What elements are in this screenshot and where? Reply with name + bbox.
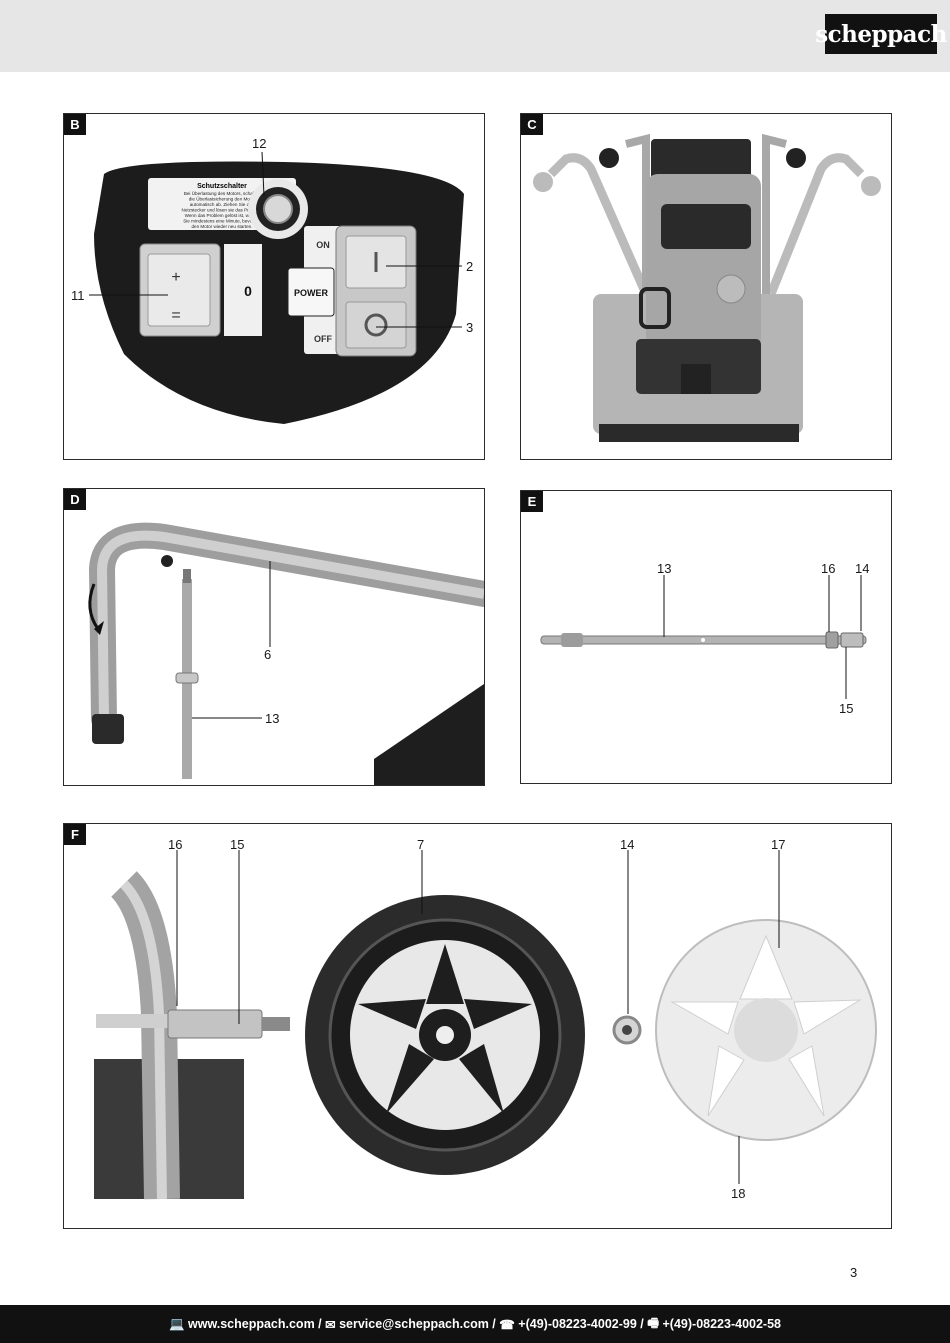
callout-14: 14 [855,561,870,576]
figure-b-tag: B [64,114,86,135]
off-label: OFF [314,334,332,344]
figure-d: D 6 13 [63,488,485,786]
figure-f-tag: F [64,824,86,845]
axle-illustration [540,575,867,699]
page-number: 3 [850,1265,858,1280]
figure-d-tag: D [64,489,86,510]
control-panel-illustration: Schutzschalter Bei Überlastung des Motor… [89,151,464,424]
protection-switch-text: Bei Überlastung des Motors, schalten [184,190,261,196]
phone-icon: ☎ [499,1317,519,1332]
footer-separator: / [636,1317,648,1331]
callout-16: 16 [168,837,183,852]
callout-18: 18 [731,1186,746,1201]
on-label: ON [316,240,330,250]
protection-switch-text: Netzstecker und lösen sie das Problem. [182,208,263,213]
callout-13: 13 [657,561,672,576]
brand-logo: scheppach [815,14,947,54]
svg-text:+: + [171,269,180,286]
header-bar [0,0,950,72]
figure-c-tag: C [521,114,543,135]
fax-icon: 🖷 [647,1315,663,1330]
handle-illustration [88,522,484,785]
callout-13: 13 [265,711,280,726]
protection-switch-text: den Motor wieder neu starten. [191,224,252,229]
callout-6: 6 [264,647,272,662]
callout-12: 12 [252,136,267,151]
callout-15: 15 [839,701,854,716]
svg-text:=: = [171,307,180,324]
callout-17: 17 [771,837,786,852]
power-label: POWER [294,288,329,298]
fax-number: +(49)-08223-4002-58 [662,1317,782,1331]
figure-f: F [63,823,892,1229]
protection-switch-title: Schutzschalter [197,183,247,190]
figure-b: B Schutzschalter Bei Überlastung des Mot… [63,113,485,460]
figure-e-tag: E [521,491,543,512]
figure-e: E 13 16 14 15 [520,490,892,784]
computer-icon: 💻 [168,1316,189,1331]
mail-icon: ✉ [325,1317,340,1332]
callout-2: 2 [466,259,474,274]
figure-c: C [520,113,892,460]
callout-11: 11 [71,288,85,303]
email-link[interactable]: service@scheppach.com [339,1317,489,1331]
machine-illustration [533,133,881,442]
wheel-assembly-illustration [94,850,877,1200]
callout-16: 16 [821,561,836,576]
reverse-neutral-label: 0 [244,283,252,299]
protection-switch-text: Sie mindestens eine Minute, bevor sie [183,219,261,224]
website-link[interactable]: www.scheppach.com [188,1317,315,1331]
footer-bar: 💻 www.scheppach.com / ✉ service@scheppac… [0,1305,950,1343]
callout-14: 14 [620,837,635,852]
callout-7: 7 [417,837,425,852]
footer-separator: / [314,1317,326,1331]
callout-3: 3 [466,320,474,335]
protection-switch-text: automatisch ab. Ziehen Sie den [190,202,255,207]
protection-switch-text: die Überlastsicherung den Motor [189,196,256,202]
footer-separator: / [488,1317,500,1331]
phone-number: +(49)-08223-4002-99 [518,1317,637,1331]
callout-15: 15 [230,837,245,852]
protection-switch-text: Wenn das Problem gelöst ist, warten [185,213,260,218]
